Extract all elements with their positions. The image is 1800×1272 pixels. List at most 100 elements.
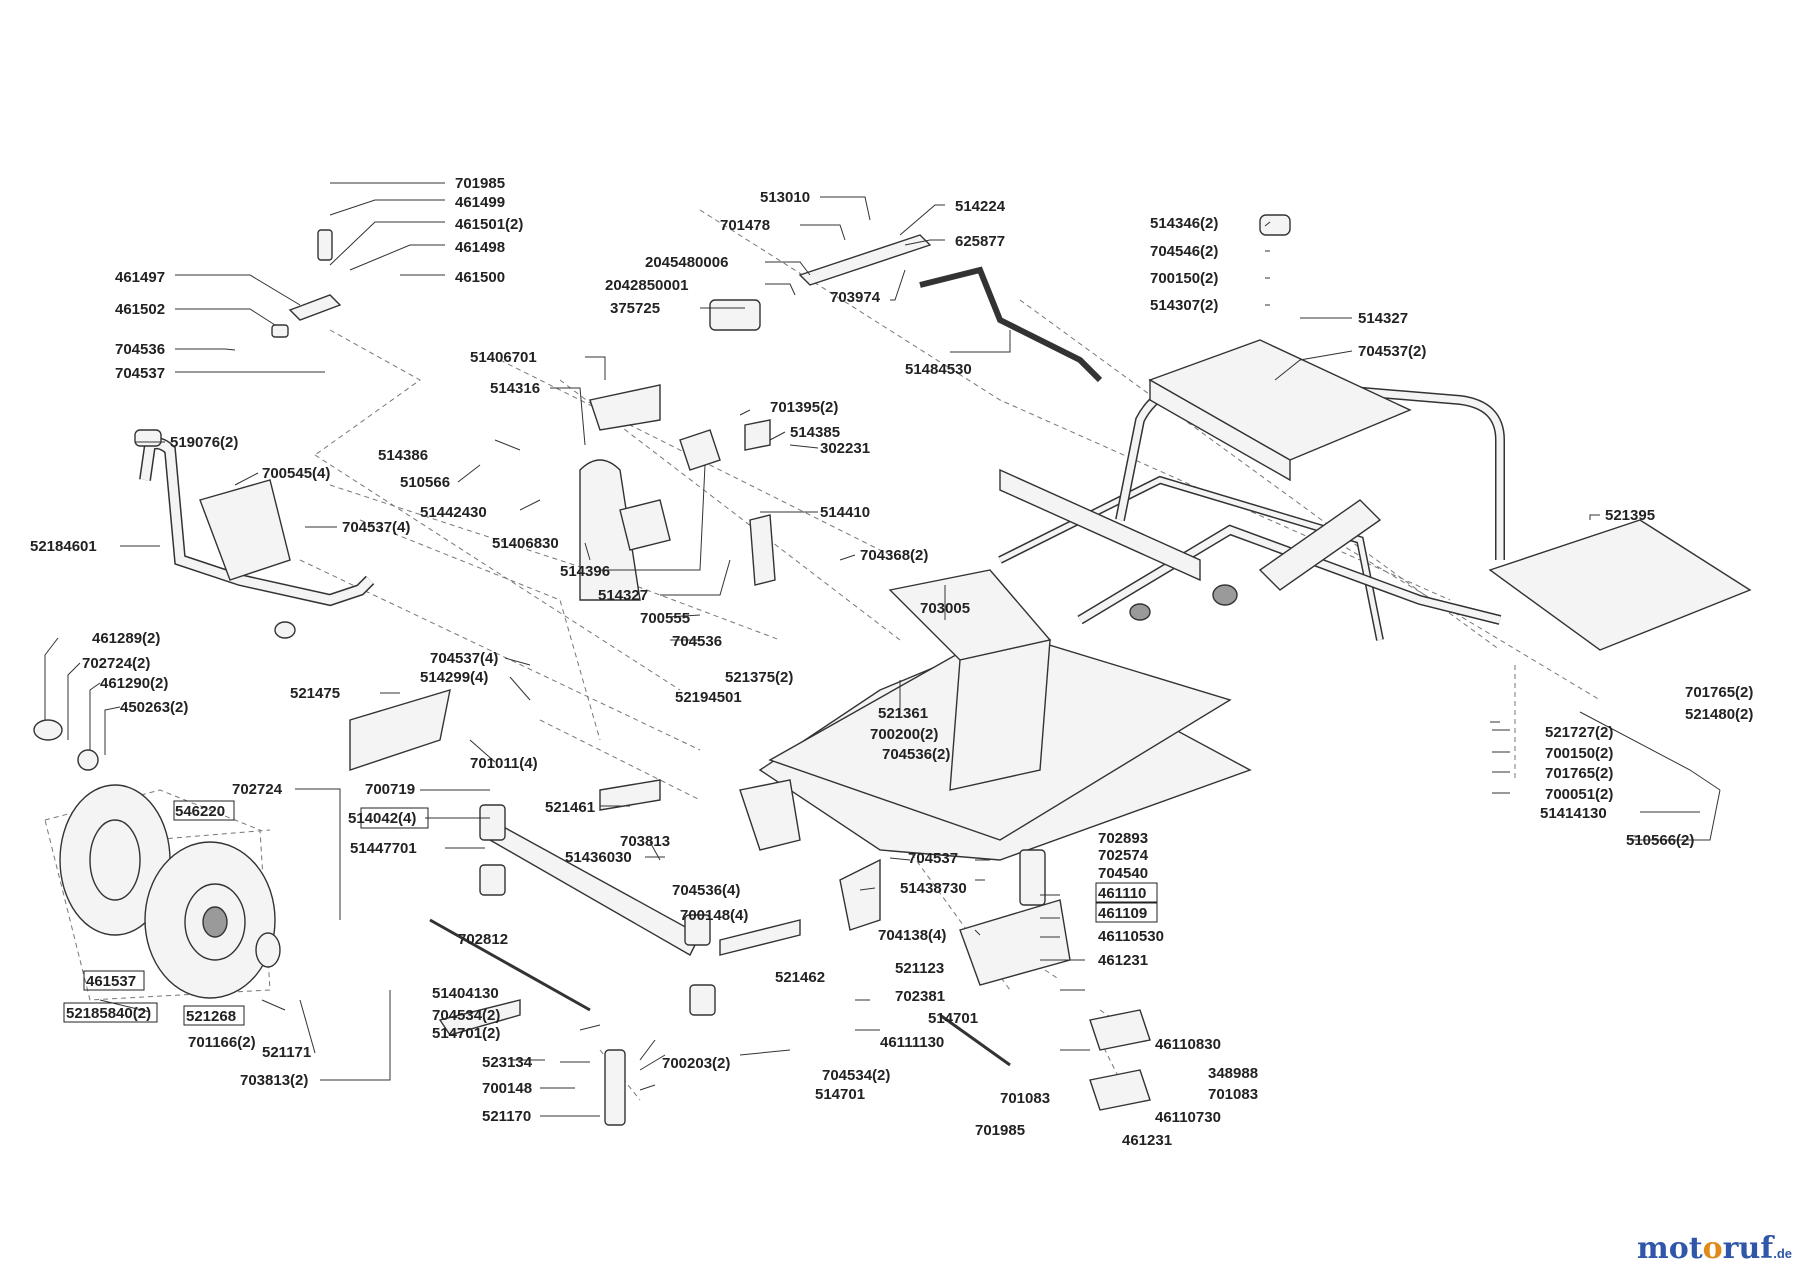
part-label: 523134: [482, 1054, 533, 1071]
controls: [271, 214, 1752, 651]
part-label: 703005: [920, 600, 970, 617]
part-labels: 701985 461499 461501(2) 461498 461500 46…: [30, 175, 1753, 1149]
steering-assembly: [959, 849, 1151, 1111]
part-label: 461500: [455, 269, 505, 286]
logo-text-part: o: [1702, 1231, 1723, 1266]
part-label: 704138(4): [878, 927, 946, 944]
part-label: 46111130: [880, 1034, 944, 1051]
part-label: 52194501: [675, 689, 742, 706]
part-label: 46110730: [1155, 1109, 1221, 1126]
part-label: 514385: [790, 424, 840, 441]
motoruf-watermark-logo: motoruf.de: [1637, 1231, 1792, 1266]
part-label: 702574: [1098, 847, 1149, 864]
part-label: 461231: [1122, 1132, 1172, 1149]
part-label: 703813(2): [240, 1072, 308, 1089]
part-label: 514701: [928, 1010, 978, 1027]
part-label: 51406830: [492, 535, 559, 552]
part-label: 704537: [908, 850, 958, 867]
part-label: 461501(2): [455, 216, 523, 233]
part-label: 51404130: [432, 985, 499, 1002]
part-label: 521375(2): [725, 669, 793, 686]
part-label: 702724(2): [82, 655, 150, 672]
part-label: 704546(2): [1150, 243, 1218, 260]
boxed-label-frames: [63, 800, 1158, 1026]
part-label: 700150(2): [1545, 745, 1613, 762]
part-label: 625877: [955, 233, 1005, 250]
part-label: 546220: [175, 803, 225, 820]
part-label: 450263(2): [120, 699, 188, 716]
part-label: 704537(2): [1358, 343, 1426, 360]
part-label: 704534(2): [432, 1007, 500, 1024]
part-label: 704537: [115, 365, 165, 382]
part-label: 521480(2): [1685, 706, 1753, 723]
part-label: 521395: [1605, 507, 1655, 524]
part-label: 521475: [290, 685, 340, 702]
part-label: 52185840(2): [66, 1005, 151, 1022]
part-label: 702812: [458, 931, 508, 948]
part-label: 704540: [1098, 865, 1148, 882]
part-label: 700203(2): [662, 1055, 730, 1072]
part-label: 51436030: [565, 849, 632, 866]
part-label: 461497: [115, 269, 165, 286]
part-label: 704536(2): [882, 746, 950, 763]
part-label: 514386: [378, 447, 428, 464]
part-label: 701985: [455, 175, 505, 192]
part-label: 704537(4): [430, 650, 498, 667]
part-label: 2045480006: [645, 254, 728, 271]
part-label: 700148(4): [680, 907, 748, 924]
front-axle: [349, 688, 1011, 1126]
part-label: 701765(2): [1685, 684, 1753, 701]
part-label: 514327: [598, 587, 648, 604]
part-label: 51447701: [350, 840, 417, 857]
part-label: 514327: [1358, 310, 1408, 327]
logo-text-part: ruf: [1722, 1231, 1774, 1266]
logo-text-part: mot: [1637, 1231, 1703, 1266]
part-label: 700150(2): [1150, 270, 1218, 287]
part-label: 700051(2): [1545, 786, 1613, 803]
part-label: 704534(2): [822, 1067, 890, 1084]
part-label: 521461: [545, 799, 595, 816]
part-label: 703974: [830, 289, 881, 306]
part-label: 704536: [672, 633, 722, 650]
part-label: 2042850001: [605, 277, 688, 294]
part-label: 700719: [365, 781, 415, 798]
part-label: 461502: [115, 301, 165, 318]
part-label: 46110530: [1098, 928, 1164, 945]
logo-text-part: .de: [1773, 1246, 1792, 1261]
part-label: 701395(2): [770, 399, 838, 416]
part-label: 461231: [1098, 952, 1148, 969]
part-label: 700200(2): [870, 726, 938, 743]
part-label: 701166(2): [188, 1034, 256, 1051]
part-label: 701985: [975, 1122, 1025, 1139]
part-label: 701478: [720, 217, 770, 234]
part-label: 461289(2): [92, 630, 160, 647]
part-label: 521462: [775, 969, 825, 986]
part-label: 701083: [1000, 1090, 1050, 1107]
part-label: 700545(4): [262, 465, 330, 482]
part-label: 461498: [455, 239, 505, 256]
part-label: 704536(4): [672, 882, 740, 899]
part-label: 51438730: [900, 880, 967, 897]
part-label: 702724: [232, 781, 283, 798]
part-label: 52184601: [30, 538, 97, 555]
part-label: 375725: [610, 300, 660, 317]
part-label: 461537: [86, 973, 136, 990]
part-label: 704536: [115, 341, 165, 358]
part-label: 703813: [620, 833, 670, 850]
part-label: 521123: [895, 960, 944, 977]
part-label: 700148: [482, 1080, 532, 1097]
part-label: 51406701: [470, 349, 537, 366]
part-label: 701765(2): [1545, 765, 1613, 782]
part-label: 521268: [186, 1008, 236, 1025]
part-label: 704368(2): [860, 547, 928, 564]
part-label: 521361: [878, 705, 928, 722]
part-label: 514316: [490, 380, 540, 397]
part-label: 510566: [400, 474, 450, 491]
part-label: 514299(4): [420, 669, 488, 686]
part-label: 514307(2): [1150, 297, 1218, 314]
part-label: 700555: [640, 610, 690, 627]
part-label: 51484530: [905, 361, 972, 378]
front-bumper: [134, 429, 375, 639]
part-label: 519076(2): [170, 434, 238, 451]
